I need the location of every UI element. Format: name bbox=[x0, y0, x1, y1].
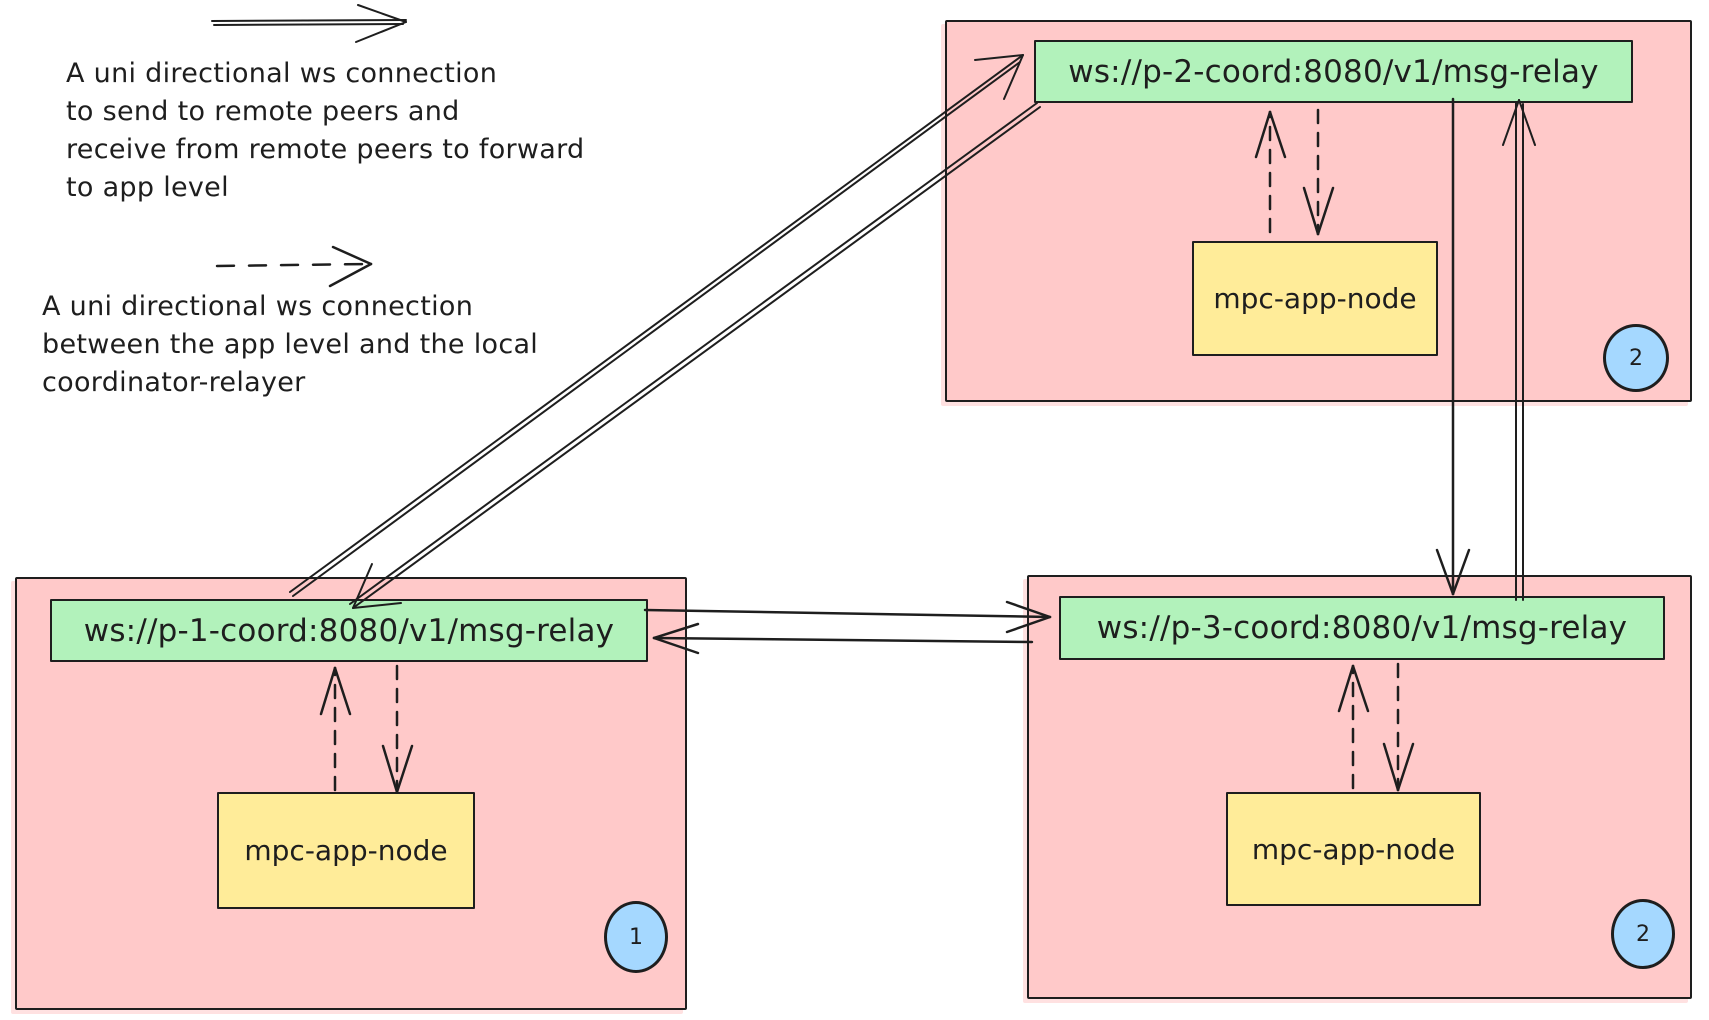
peer-2-app-node: mpc-app-node bbox=[1192, 241, 1438, 356]
peer-2-badge: 2 bbox=[1603, 324, 1669, 392]
peer-2-box: ws://p-2-coord:8080/v1/msg-relay mpc-app… bbox=[945, 20, 1692, 402]
legend-line: to app level bbox=[66, 172, 229, 203]
peer-3-relay-endpoint: ws://p-3-coord:8080/v1/msg-relay bbox=[1059, 596, 1665, 660]
peer-2-relay-url: ws://p-2-coord:8080/v1/msg-relay bbox=[1068, 53, 1599, 90]
legend-line: coordinator-relayer bbox=[42, 367, 306, 398]
legend-line: receive from remote peers to forward bbox=[66, 134, 585, 165]
arrow-p3-to-p1 bbox=[652, 622, 1034, 655]
legend-dashed-arrow-icon bbox=[215, 245, 373, 288]
peer-3-box: ws://p-3-coord:8080/v1/msg-relay mpc-app… bbox=[1027, 575, 1692, 999]
legend-line: between the app level and the local bbox=[42, 329, 539, 360]
peer-1-relay-url: ws://p-1-coord:8080/v1/msg-relay bbox=[83, 612, 615, 649]
peer-3-app-node-label: mpc-app-node bbox=[1251, 832, 1456, 866]
peer-1-app-node-label: mpc-app-node bbox=[244, 834, 448, 867]
legend-dashed-text: A uni directional ws connection between … bbox=[42, 288, 538, 402]
peer-3-badge-number: 2 bbox=[1636, 921, 1650, 947]
peer-3-badge: 2 bbox=[1611, 899, 1675, 969]
peer-1-badge-number: 1 bbox=[629, 924, 643, 950]
legend-line: A uni directional ws connection bbox=[42, 291, 474, 322]
legend-solid-text: A uni directional ws connection to send … bbox=[66, 55, 585, 207]
peer-2-relay-endpoint: ws://p-2-coord:8080/v1/msg-relay bbox=[1034, 40, 1633, 103]
peer-1-app-node: mpc-app-node bbox=[217, 792, 475, 909]
peer-1-badge: 1 bbox=[604, 901, 668, 973]
peer-2-badge-number: 2 bbox=[1629, 345, 1643, 371]
peer-3-app-node: mpc-app-node bbox=[1226, 792, 1481, 906]
peer-1-relay-endpoint: ws://p-1-coord:8080/v1/msg-relay bbox=[50, 599, 648, 662]
legend-line: to send to remote peers and bbox=[66, 96, 460, 127]
peer-3-relay-url: ws://p-3-coord:8080/v1/msg-relay bbox=[1096, 610, 1628, 646]
peer-2-app-node-label: mpc-app-node bbox=[1213, 282, 1417, 315]
arrow-p1-to-p3 bbox=[643, 600, 1052, 634]
peer-1-box: ws://p-1-coord:8080/v1/msg-relay mpc-app… bbox=[15, 577, 687, 1010]
legend-solid-arrow-icon bbox=[211, 4, 407, 43]
legend-line: A uni directional ws connection bbox=[66, 58, 498, 89]
